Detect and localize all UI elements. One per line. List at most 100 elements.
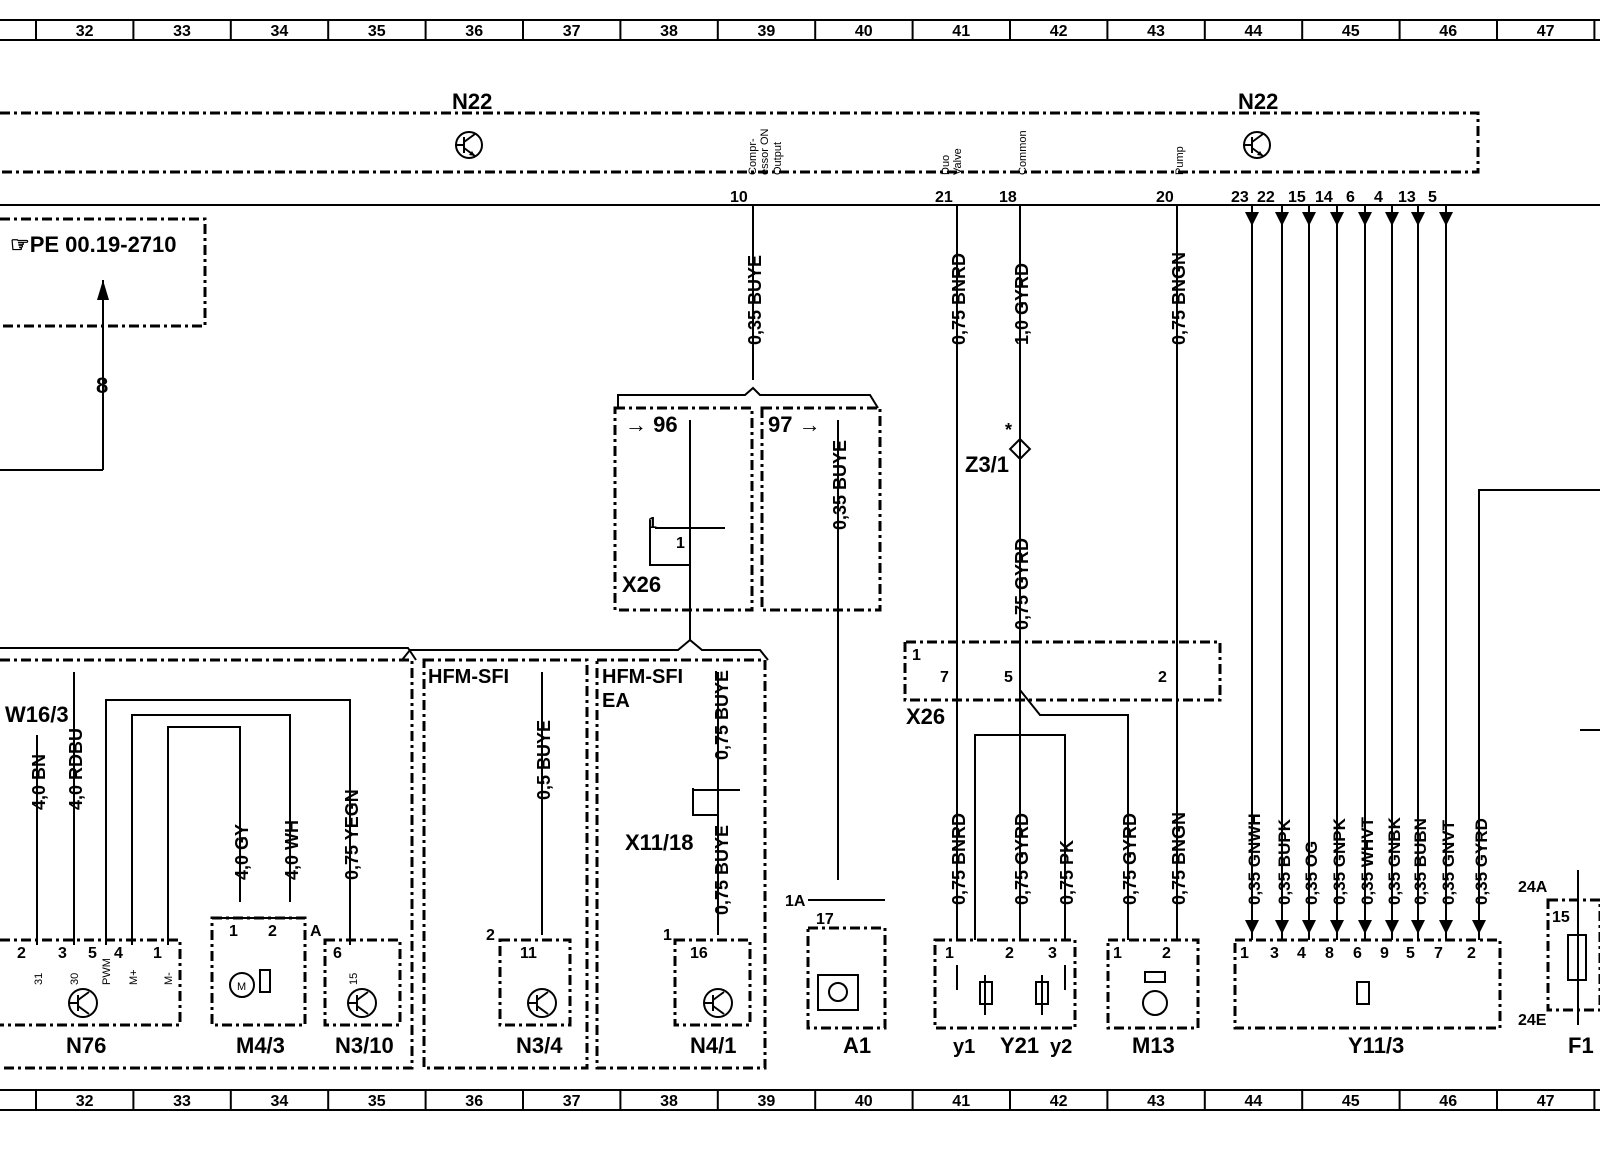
pin-number: 2: [1162, 945, 1171, 962]
wire-label: 4,0 WH: [282, 820, 302, 880]
grid-column-label: 33: [173, 1093, 191, 1110]
arrow-down-icon: [1358, 920, 1372, 934]
pin-label-compressor: Compr-: [747, 138, 759, 175]
reference-arrow-label: 8: [96, 373, 108, 398]
wire-label: 0,75 BNRD: [949, 813, 969, 905]
arrow-down-icon: [1385, 212, 1399, 226]
svg-text:M: M: [237, 981, 246, 993]
transistor-icon: [68, 988, 98, 1018]
arrow-down-icon: [1330, 920, 1344, 934]
grid-column-label: 34: [271, 23, 289, 40]
grid-column-label: 36: [465, 1093, 483, 1110]
pin-number: 23: [1231, 189, 1249, 206]
wire-label: 0,75 BNGN: [1169, 812, 1189, 905]
pin-number: 1: [1113, 945, 1122, 962]
grid-column-label: 37: [563, 23, 581, 40]
grid-column-label: 47: [1537, 23, 1555, 40]
motor-icon: M: [229, 972, 255, 998]
pin-number: 6: [1353, 945, 1362, 962]
arrow-up-icon: [97, 280, 109, 300]
y11-3-label: Y11/3: [1348, 1033, 1404, 1058]
pin-number: 3: [58, 945, 67, 962]
a1-label: A1: [843, 1033, 871, 1058]
component-m13: 1 2 0,75 GYRD 0,75 BNGN M13: [1106, 812, 1200, 1058]
grid-column-label: 38: [660, 1093, 678, 1110]
wire-label: 0,35 GYRD: [1472, 818, 1491, 905]
pin-number: 4: [114, 945, 123, 962]
pin-number: 4: [1374, 189, 1383, 206]
m13-label: M13: [1132, 1033, 1175, 1058]
pin-label-pump: Pump: [1174, 146, 1186, 175]
hfm-sfi-label: HFM-SFI: [428, 666, 509, 688]
wire-label: 0,35 GNPK: [1330, 817, 1349, 905]
wire-group-n22: 0,35 BUYE 0,75 BNRD 1,0 GYRD 0,75 GYRD 0…: [745, 205, 1491, 940]
grid-column-label: 35: [368, 23, 386, 40]
pin-number: 11: [520, 945, 537, 962]
pin-number: 5: [1004, 669, 1013, 686]
grid-column-label: 42: [1050, 1093, 1068, 1110]
component-n76: 2 3 5 4 1 31 30 PWM M+ M- N76: [0, 938, 182, 1058]
top-grid-ticks: [35, 20, 1596, 40]
pin-number: 2: [268, 923, 277, 940]
n3-4-label: N3/4: [516, 1033, 563, 1058]
pin-number: 15: [1552, 909, 1570, 926]
wire-label: 0,75 BNRD: [949, 253, 969, 345]
pin-sublabel: M-: [163, 972, 175, 985]
pin-sublabel: M+: [128, 969, 140, 985]
valve-icon: [979, 981, 993, 1005]
wire-label: 0,75 BNGN: [1169, 252, 1189, 345]
pin-number: 2: [17, 945, 26, 962]
component-a1: 1A 17 A1: [785, 893, 887, 1058]
grid-column-label: 46: [1439, 23, 1457, 40]
grid-column-label: 40: [855, 1093, 873, 1110]
grid-column-label: 46: [1439, 1093, 1457, 1110]
wire-label: 1,0 GYRD: [1012, 263, 1032, 345]
pin-number: 5: [88, 945, 97, 962]
arrow-down-icon: [1302, 920, 1316, 934]
pin-number: 1: [229, 923, 238, 940]
pin-number: 1: [663, 927, 672, 944]
wire-label: 0,35 OG: [1302, 841, 1321, 905]
pin-number: A: [310, 923, 322, 940]
wire-label: 4,0 RDBU: [66, 728, 86, 810]
reference-text: ☞PE 00.19-2710: [10, 232, 177, 257]
wire-label: 0,35 GNBK: [1385, 816, 1404, 905]
wire-label: 0,35 BUPK: [1275, 818, 1294, 905]
grid-column-label: 37: [563, 1093, 581, 1110]
pin-number: 6: [1346, 189, 1355, 206]
component-m4-3: 1 2 A M M4/3: [210, 916, 322, 1058]
hfm-sfi-ea-label: EA: [602, 690, 630, 712]
wire-label: 0,35 BUYE: [745, 255, 765, 345]
n22-module: N22 N22 Compr- essor ON Output Duo Valve…: [0, 89, 1600, 206]
reference-box: ☞PE 00.19-2710 8: [0, 217, 207, 471]
pin-number: 1: [648, 515, 657, 532]
pin-number: 18: [999, 189, 1017, 206]
pin-label-duo-valve: Duo: [940, 155, 952, 175]
grid-column-label: 33: [173, 23, 191, 40]
grid-column-label: 43: [1147, 23, 1165, 40]
arrow-down-icon: [1385, 920, 1399, 934]
pin-number: 5: [1406, 945, 1415, 962]
pin-sublabel: 31: [33, 973, 45, 985]
hfm-sfi-frame: HFM-SFI 0,5 BUYE: [422, 658, 589, 1070]
grid-column-label: 42: [1050, 23, 1068, 40]
grid-column-label: 36: [465, 23, 483, 40]
pin-label-duo-valve: Valve: [952, 148, 964, 175]
pin-number: 22: [1257, 189, 1275, 206]
n76-label: N76: [66, 1033, 106, 1058]
z3-1-label: Z3/1: [965, 452, 1009, 477]
arrow-down-icon: [1330, 212, 1344, 226]
transistor-icon: [1243, 131, 1271, 159]
wire-label: 4,0 BN: [29, 754, 49, 810]
x26-mid-connector: X26 1 7 5 2: [903, 640, 1222, 940]
wire-label: 0,75 GYRD: [1120, 813, 1140, 905]
wire-label: 0,35 BUYE: [830, 440, 850, 530]
transistor-icon: [703, 988, 733, 1018]
